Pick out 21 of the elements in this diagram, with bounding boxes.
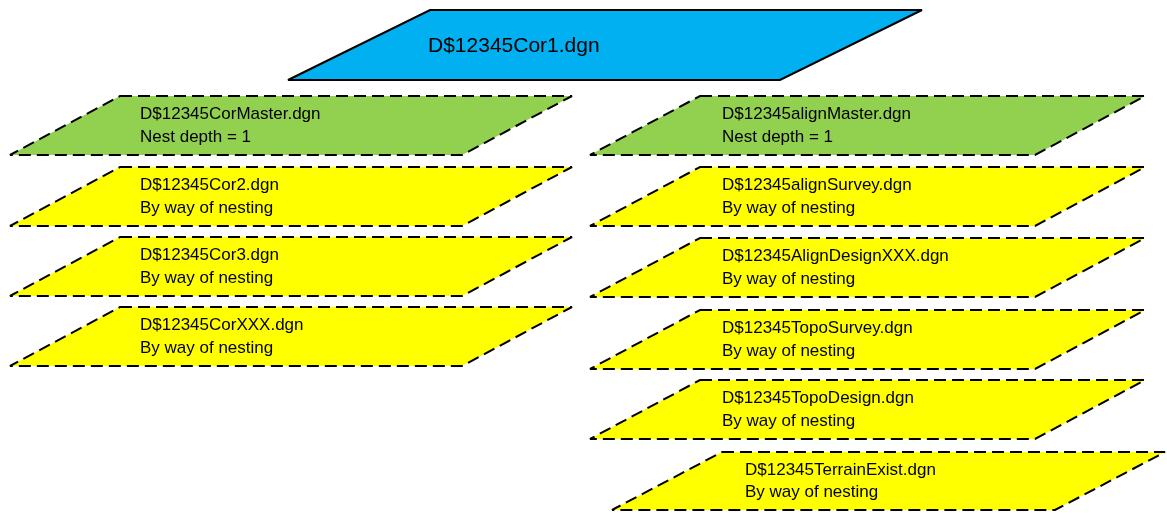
nesting-note: By way of nesting: [140, 336, 275, 359]
file-name: D$12345TopoSurvey.dgn: [722, 317, 913, 340]
file-name: D$12345TerrainExist.dgn: [745, 458, 936, 481]
nesting-note: By way of nesting: [722, 409, 857, 432]
file-name: D$12345AlignDesignXXX.dgn: [722, 245, 949, 268]
nesting-note: By way of nesting: [140, 266, 275, 289]
file-name: D$12345alignSurvey.dgn: [722, 174, 912, 197]
file-name: D$12345alignMaster.dgn: [722, 103, 912, 126]
file-name: D$12345CorXXX.dgn: [140, 314, 304, 337]
nesting-note: By way of nesting: [722, 339, 857, 362]
nesting-note: By way of nesting: [722, 196, 857, 219]
nesting-note: By way of nesting: [140, 196, 275, 219]
file-name: D$12345Cor3.dgn: [140, 244, 279, 267]
nesting-note: By way of nesting: [745, 481, 880, 503]
nesting-note: Nest depth = 1: [722, 125, 835, 148]
file-name: D$12345TopoDesign.dgn: [722, 387, 914, 410]
file-name: D$12345CorMaster.dgn: [140, 103, 321, 126]
file-name: D$12345Cor2.dgn: [140, 174, 279, 197]
nesting-note: Nest depth = 1: [140, 125, 253, 148]
file-name: D$12345Cor1.dgn: [428, 32, 600, 59]
nesting-note: By way of nesting: [722, 267, 857, 290]
